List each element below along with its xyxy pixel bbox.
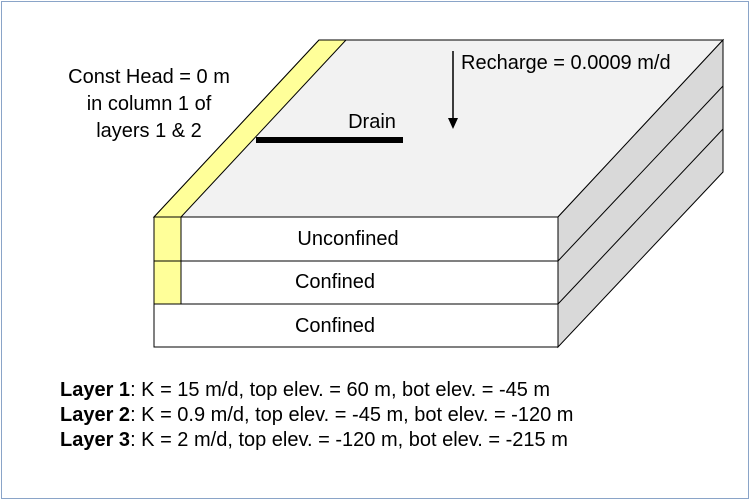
const-head-label-line-2: in column 1 of <box>87 93 212 115</box>
legend-row-layer-1: Layer 1: K = 15 m/d, top elev. = 60 m, b… <box>60 378 573 403</box>
layer-properties-legend: Layer 1: K = 15 m/d, top elev. = 60 m, b… <box>60 378 573 453</box>
recharge-arrow-head <box>448 118 458 129</box>
legend-row-layer-2: Layer 2: K = 0.9 m/d, top elev. = -45 m,… <box>60 403 573 428</box>
layer-2-label: Confined <box>295 271 375 293</box>
side-layer-line-2 <box>557 128 724 305</box>
layer-1-front <box>153 216 559 262</box>
drain-label: Drain <box>348 111 396 133</box>
constant-head-cell-layer-1 <box>153 216 182 262</box>
layer-3-label: Confined <box>295 315 375 337</box>
legend-layer-text: : K = 15 m/d, top elev. = 60 m, bot elev… <box>130 379 551 401</box>
layer-1-label: Unconfined <box>297 228 398 250</box>
legend-layer-text: : K = 2 m/d, top elev. = -120 m, bot ele… <box>130 429 568 451</box>
legend-layer-name: Layer 2 <box>60 404 131 426</box>
recharge-label: Recharge = 0.0009 m/d <box>461 52 671 74</box>
legend-layer-name: Layer 1 <box>60 379 131 401</box>
legend-row-layer-3: Layer 3: K = 2 m/d, top elev. = -120 m, … <box>60 428 573 453</box>
legend-layer-name: Layer 3 <box>60 429 131 451</box>
const-head-label-line-3: layers 1 & 2 <box>96 120 202 142</box>
side-layer-line-1 <box>557 85 724 262</box>
layer-3-front <box>153 303 559 348</box>
const-head-label-line-1: Const Head = 0 m <box>68 66 230 88</box>
legend-layer-text: : K = 0.9 m/d, top elev. = -45 m, bot el… <box>130 404 574 426</box>
constant-head-cell-layer-2 <box>153 260 182 305</box>
layer-2-front <box>153 260 559 305</box>
